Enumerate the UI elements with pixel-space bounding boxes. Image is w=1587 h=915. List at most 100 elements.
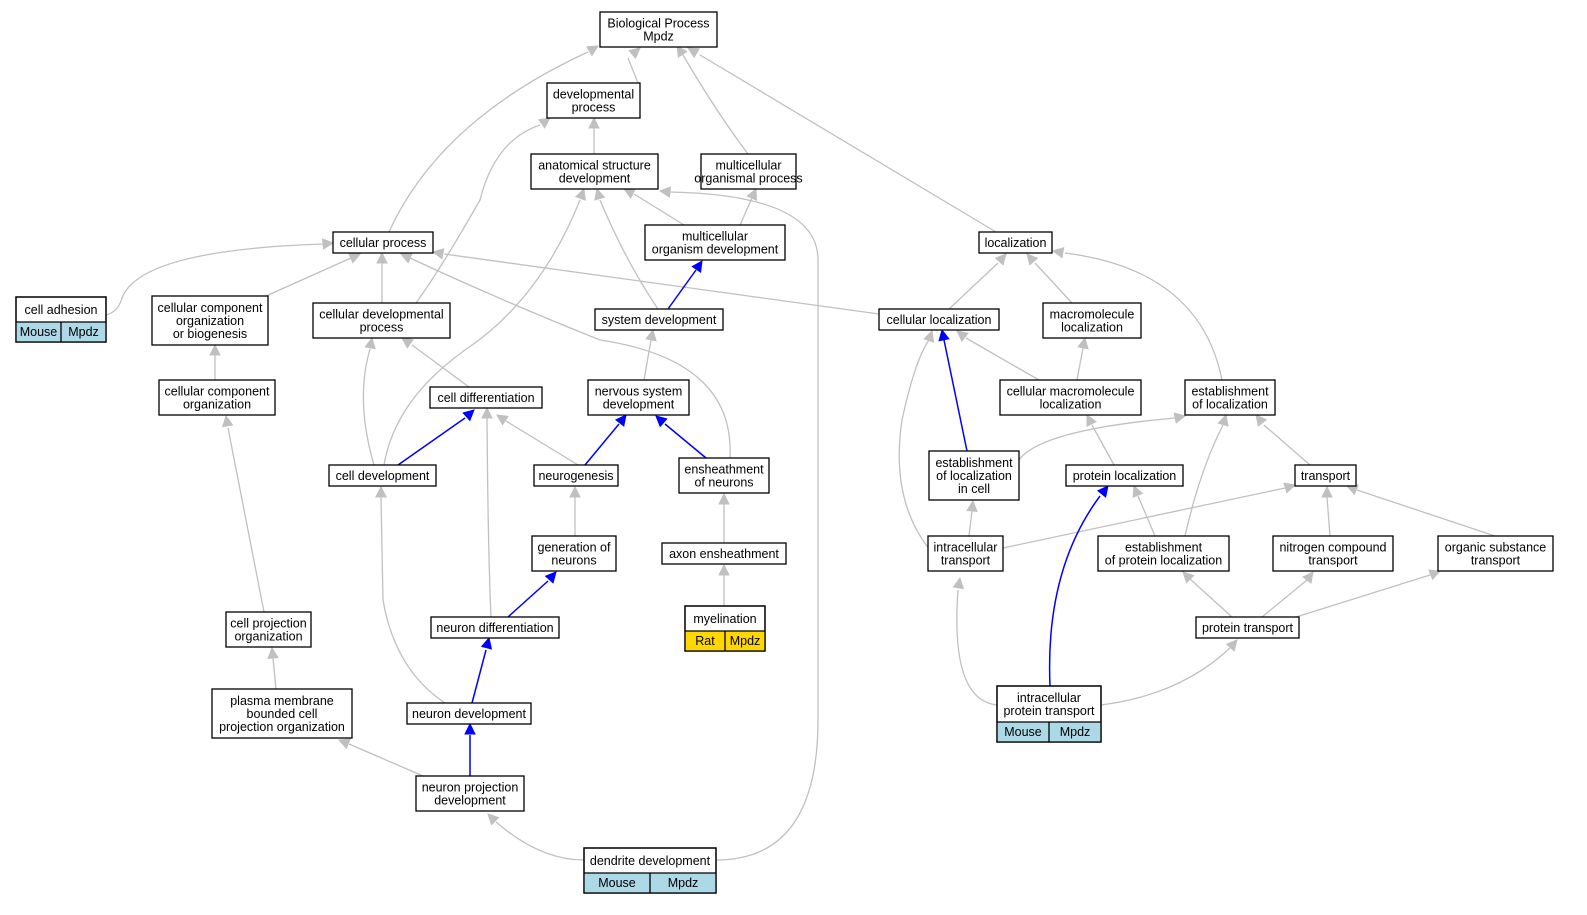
species-tag-cell xyxy=(997,722,1049,742)
edge xyxy=(718,563,730,606)
node-box xyxy=(429,386,543,409)
graph-edges xyxy=(105,45,1496,861)
node-label-line: Mpdz xyxy=(643,30,674,44)
go-term-node-prottrans[interactable]: protein transport xyxy=(1195,616,1300,639)
node-label-line: plasma membrane xyxy=(230,694,334,708)
go-term-node-cellproc[interactable]: cellular process xyxy=(332,231,434,254)
edge xyxy=(1026,253,1073,304)
node-label-line: neuron differentiation xyxy=(436,621,553,635)
edge xyxy=(464,722,476,776)
edge xyxy=(898,329,935,551)
node-label-line: transport xyxy=(941,554,991,568)
edge xyxy=(1100,639,1238,706)
node-box xyxy=(700,153,797,190)
species-tag-cell xyxy=(16,322,61,342)
node-label-line: axon ensheathment xyxy=(669,547,779,561)
edge xyxy=(1345,484,1496,537)
node-box xyxy=(415,775,525,812)
node-label-line: localization xyxy=(985,236,1047,250)
node-label-line: organization xyxy=(234,630,302,644)
edge xyxy=(337,738,424,777)
edge xyxy=(1255,414,1311,466)
edge xyxy=(687,47,997,233)
edge xyxy=(221,414,265,613)
edge xyxy=(667,260,703,310)
go-term-node-sysdev[interactable]: system development xyxy=(594,308,724,331)
node-label-line: development xyxy=(559,172,631,186)
go-term-node-neurdev[interactable]: neuron development xyxy=(406,702,532,725)
edge xyxy=(1184,413,1229,537)
node-box xyxy=(1065,464,1184,487)
node-label-line: organismal process xyxy=(694,172,802,186)
go-term-node-cellloc[interactable]: cellular localization xyxy=(878,308,1000,331)
node-label-line: cellular component xyxy=(165,385,270,399)
node-label-line: Biological Process xyxy=(607,17,709,31)
species-tag-label: Rat xyxy=(695,634,715,648)
species-tag-label: Mouse xyxy=(1004,725,1042,739)
node-box xyxy=(531,535,617,572)
edge xyxy=(415,117,551,304)
edge xyxy=(1086,413,1115,466)
species-tag-cell xyxy=(584,873,650,893)
node-box xyxy=(211,688,353,739)
edge xyxy=(584,414,627,466)
go-term-node-neurogen[interactable]: neurogenesis xyxy=(533,464,619,487)
node-label-line: of localization xyxy=(936,469,1012,483)
node-label-line: myelination xyxy=(693,612,756,626)
go-term-node-transport[interactable]: transport xyxy=(1294,464,1357,487)
edge xyxy=(209,343,221,380)
edge xyxy=(1048,485,1109,687)
go-term-node-celldiff[interactable]: cell differentiation xyxy=(429,386,543,409)
node-label-line: transport xyxy=(1301,469,1351,483)
node-label-line: organization xyxy=(176,314,244,328)
node-label-line: cellular process xyxy=(340,236,427,250)
edge xyxy=(676,45,749,155)
node-box xyxy=(1195,616,1300,639)
edge xyxy=(643,328,657,381)
node-label-line: neurons xyxy=(551,554,596,568)
edge xyxy=(739,187,758,226)
node-label-line: intracellular xyxy=(934,541,998,555)
edge xyxy=(431,248,880,315)
node-label-line: cellular component xyxy=(158,301,263,315)
node-label-line: multicellular xyxy=(716,159,782,173)
node-label-line: development xyxy=(603,398,675,412)
species-tag-label: Mouse xyxy=(20,325,58,339)
go-term-node-axon[interactable]: axon ensheathment xyxy=(661,542,787,565)
go-term-node-celldev[interactable]: cell development xyxy=(328,464,437,487)
go-term-node-neurdiff[interactable]: neuron differentiation xyxy=(430,616,560,639)
node-box xyxy=(999,379,1142,416)
node-label-line: neuron development xyxy=(412,707,526,721)
node-label-line: protein transport xyxy=(1003,704,1095,718)
edge xyxy=(1321,485,1333,537)
go-term-node-protloc[interactable]: protein localization xyxy=(1065,464,1184,487)
go-term-node-loc[interactable]: localization xyxy=(978,231,1053,254)
edge xyxy=(627,47,641,84)
